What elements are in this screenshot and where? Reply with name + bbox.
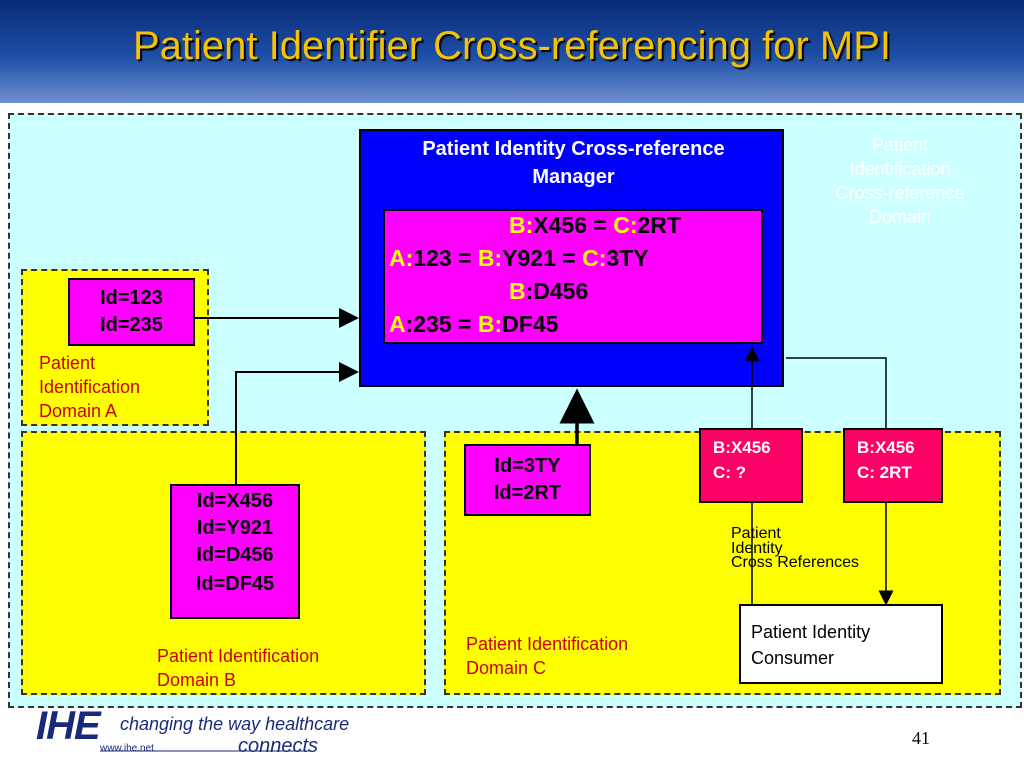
domain-b-label: Patient Identification Domain B [157,646,320,690]
title-bar: Patient Identifier Cross-referencing for… [0,0,1024,103]
identity-consumer: Patient Identity Consumer [739,604,943,684]
id-label: Id=D456 [196,544,274,566]
domain-b-id-box: Id=X456 Id=Y921 Id=D456 Id=DF45 [170,484,300,619]
query-line: B:X456 [713,438,771,457]
arrow-domain-b-to-manager [235,362,359,490]
query-line: C: 2RT [857,463,912,482]
ihe-logo: IHE [36,704,101,748]
xref-caption: Patient [731,525,781,542]
slide-number: 41 [912,728,930,748]
manager-title: Patient Identity Cross-reference Manager [422,138,725,188]
consumer-label: Consumer [751,648,835,668]
id-label: Id=3TY [494,455,561,477]
xref-caption: Identity [731,540,783,557]
xref-line: B:D456 [509,278,589,304]
id-label: Id=235 [100,314,163,336]
cross-reference-table: B:X456 = C:2RT A:123 = B:Y921 = C:3TY B:… [383,209,763,344]
query-box-unknown: B:X456 C: ? [699,428,803,503]
domain-a-label: Patient Identification Domain A [39,353,141,421]
footer-tagline: changing the way healthcare [120,714,350,734]
id-label: Id=2RT [493,482,562,504]
slide-title: Patient Identifier Cross-referencing for… [132,24,892,68]
xref-caption: Cross References [731,554,860,571]
id-label: Id=X456 [196,490,274,512]
xref-line: A:235 = B:DF45 [389,311,559,337]
id-label: Id=Y921 [196,517,274,539]
query-box-result: B:X456 C: 2RT [843,428,943,503]
arrow-xref-response [786,357,894,606]
domain-c-id-box: Id=3TY Id=2RT [464,444,591,516]
xref-line: B:X456 = C:2RT [509,212,681,238]
id-label: Id=DF45 [195,573,275,595]
query-line: B:X456 [857,438,915,457]
id-label: Id=123 [100,287,163,309]
domain-a-id-box: Id=123 Id=235 [68,278,195,346]
cross-reference-domain-label: Patient Identification Cross-reference D… [835,135,965,227]
consumer-label: Patient Identity [751,622,871,642]
query-line: C: ? [713,463,747,482]
footer-underline [100,750,312,752]
xref-line: A:123 = B:Y921 = C:3TY [389,245,649,271]
domain-c-label: Patient Identification Domain C [466,634,629,678]
footer-url: www.ihe.net [100,743,154,754]
